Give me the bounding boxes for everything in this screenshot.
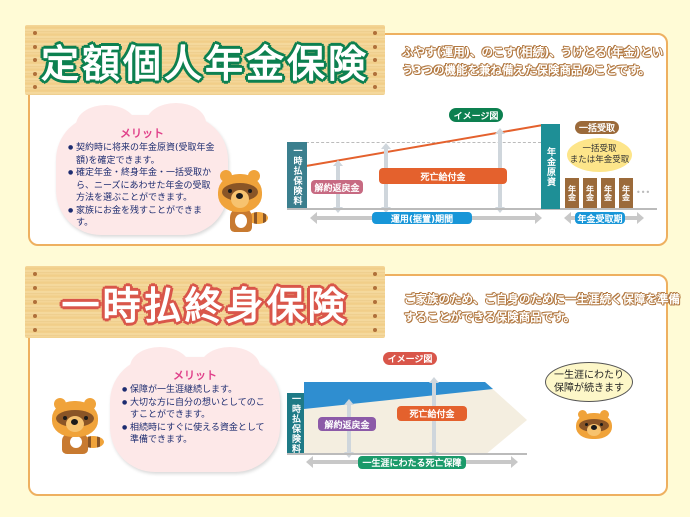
raccoon-mascot-icon [218, 170, 268, 235]
merit-item: 家族にお金を残すことができます。 [68, 205, 216, 230]
pension-box: 年金 [619, 178, 633, 208]
investment-period-label: 運用(据置)期間 [372, 212, 472, 225]
ellipsis: ••• [636, 188, 651, 197]
annuity-title-sign: 定額個人年金保険 [25, 25, 385, 95]
single-premium-bar: 一時払保険料 [287, 142, 307, 209]
whole-life-title-sign: 一時払終身保険 [25, 266, 385, 338]
whole-life-description: ご家族のため、ご自身のために一生涯続く保障を準備することができる保険商品です。 [404, 292, 680, 324]
merit-item: 確定年金・終身年金・一括受取から、ニーズにあわせた年金の受取方法を選ぶことができ… [68, 167, 216, 205]
annuity-merit-cloud: メリット 契約時に将来の年金原資(受取年金額)を確定できます。 確定年金・終身年… [56, 103, 228, 235]
annuity-description: ふやす(運用)、のこす(相続)、うけとる(年金)という3つの機能を兼ね備えた保険… [402, 45, 664, 77]
merit-heading: メリット [173, 369, 217, 382]
lump-sum-label: 一括受取 [575, 121, 619, 134]
annuity-title: 定額個人年金保険 [40, 41, 369, 86]
merit-item: 保障が一生涯継続します。 [122, 384, 268, 397]
merit-heading: メリット [120, 127, 164, 140]
whole-life-title: 一時払終身保険 [61, 283, 349, 328]
surrender-value-label: 解約返戻金 [311, 180, 363, 194]
merit-item: 契約時に将来の年金原資(受取年金額)を確定できます。 [68, 142, 216, 167]
death-benefit-label: 死亡給付金 [397, 406, 467, 421]
raccoon-mascot-icon [52, 398, 107, 458]
single-premium-bar: 一時払保険料 [287, 393, 304, 454]
merit-item: 大切な方に自分の想いとしてのこすことができます。 [122, 397, 268, 422]
surrender-value-label: 解約返戻金 [318, 417, 376, 431]
pension-period-label: 年金受取期 [575, 212, 625, 225]
whole-life-merit-cloud: メリット 保障が一生涯継続します。 大切な方に自分の想いとしてのこすことができま… [110, 347, 280, 472]
death-benefit-label: 死亡給付金 [379, 168, 507, 184]
dashed-guide [306, 142, 541, 143]
merit-item: 相続時にすぐに使える資金として準備できます。 [122, 422, 268, 447]
receipt-options-bubble: 一括受取 または年金受取 [567, 138, 632, 172]
raccoon-face-icon [576, 410, 612, 440]
pension-box: 年金 [565, 178, 579, 208]
pension-fund-bar: 年金原資 [541, 124, 560, 209]
pension-box: 年金 [583, 178, 597, 208]
baseline [287, 208, 657, 210]
lifetime-coverage-bubble: 一生涯にわたり 保障が続きます [545, 362, 633, 402]
image-label: イメージ図 [449, 108, 503, 122]
pension-box: 年金 [601, 178, 615, 208]
coverage-period-label: 一生涯にわたる死亡保障 [358, 456, 466, 469]
image-label: イメージ図 [383, 352, 437, 365]
baseline [287, 453, 527, 455]
